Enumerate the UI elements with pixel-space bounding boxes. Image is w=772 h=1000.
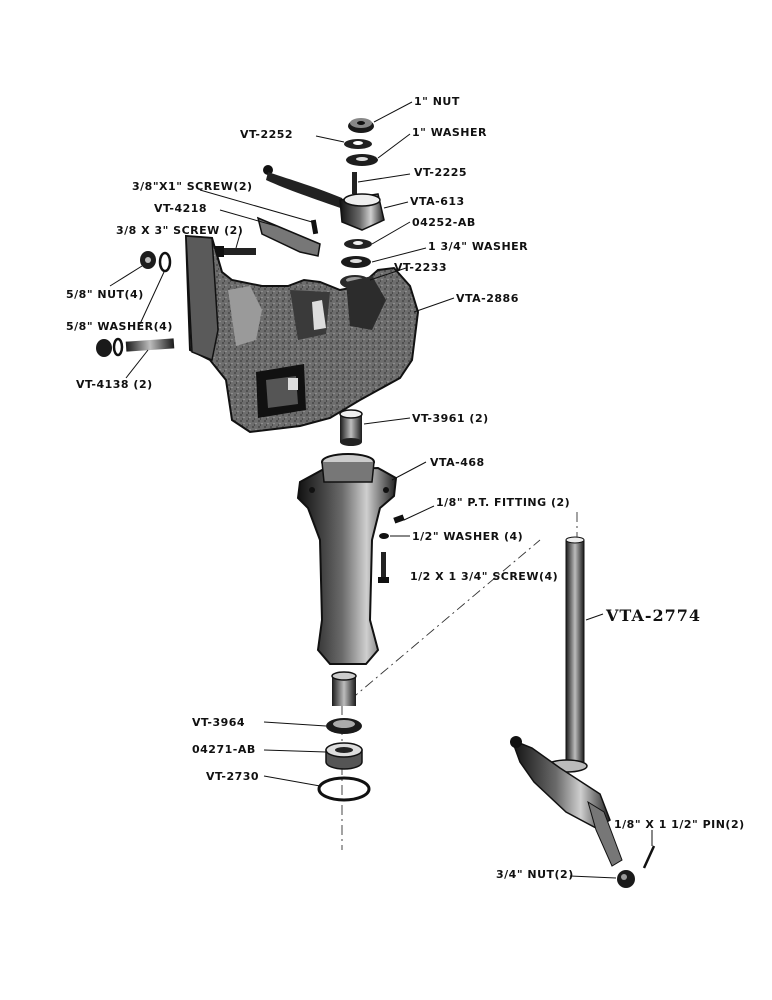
label-vt3961: VT-3961 (2) (412, 412, 489, 425)
label-nut-5-8: 5/8" NUT(4) (66, 288, 144, 301)
label-vta2774: VTA-2774 (606, 606, 702, 625)
spindle-housing-vta468 (296, 453, 398, 665)
steering-arm-vta613 (263, 165, 385, 231)
nut-1in-part (348, 118, 374, 133)
screw-1-2-part (378, 552, 389, 583)
washer-vt2252-part (344, 139, 372, 149)
ring-vt2730-part (317, 776, 371, 802)
pin-vt2225-part (352, 172, 357, 194)
label-nut-3-4: 3/4" NUT(2) (496, 868, 574, 881)
nut-3-4-part (617, 870, 635, 888)
lock-plate-vt4218 (256, 216, 321, 257)
nut-5-8-part (140, 251, 156, 269)
bushing-vt3961 (339, 409, 363, 446)
label-washer-1in: 1" WASHER (412, 126, 487, 139)
label-screw-3-8x3: 3/8 X 3" SCREW (2) (116, 224, 244, 237)
bearing-04271-part (325, 742, 363, 770)
label-vt2252: VT-2252 (240, 128, 294, 141)
label-vt4218: VT-4218 (154, 202, 208, 215)
leader-lines (109, 101, 653, 879)
pin-part (642, 845, 656, 869)
bracket-vta2886 (184, 234, 420, 434)
label-pt-fitting: 1/8" P.T. FITTING (2) (436, 496, 571, 509)
spindle-vta2774 (510, 536, 623, 867)
screw-3-8x1-part (310, 219, 319, 235)
label-nut-1in: 1" NUT (414, 95, 460, 108)
screw-3-8x3-part (214, 246, 256, 257)
label-vt2233: VT-2233 (394, 261, 448, 274)
washer-1in-part (346, 154, 378, 166)
label-vt4138: VT-4138 (2) (76, 378, 153, 391)
label-washer-5-8: 5/8" WASHER(4) (66, 320, 173, 333)
label-04271: 04271-AB (192, 743, 256, 756)
washer-5-8-part (158, 251, 172, 273)
washer-1-3-4-hole (350, 259, 362, 263)
label-vta468: VTA-468 (430, 456, 485, 469)
label-screw-3-8x1: 3/8"X1" SCREW(2) (132, 180, 253, 193)
label-washer-1-2: 1/2" WASHER (4) (412, 530, 524, 543)
label-04252: 04252-AB (412, 216, 476, 229)
label-vt3964: VT-3964 (192, 716, 246, 729)
label-screw-1-2: 1/2 X 1 3/4" SCREW(4) (410, 570, 559, 583)
center-line (341, 512, 578, 850)
stud-vt4138-part (96, 337, 175, 357)
label-vta2886: VTA-2886 (456, 292, 519, 305)
washer-04252-hole (353, 241, 363, 245)
seal-vt3964-part (326, 718, 362, 734)
label-vt2225: VT-2225 (414, 166, 468, 179)
washer-1-2-part (379, 533, 389, 539)
label-vta613: VTA-613 (410, 195, 465, 208)
label-washer-1-3-4: 1 3/4" WASHER (428, 240, 529, 253)
grease-fitting-part (393, 514, 405, 524)
label-vt2730: VT-2730 (206, 770, 260, 783)
label-pin: 1/8" X 1 1/2" PIN(2) (614, 818, 745, 831)
bushing-lower-part (331, 671, 357, 706)
